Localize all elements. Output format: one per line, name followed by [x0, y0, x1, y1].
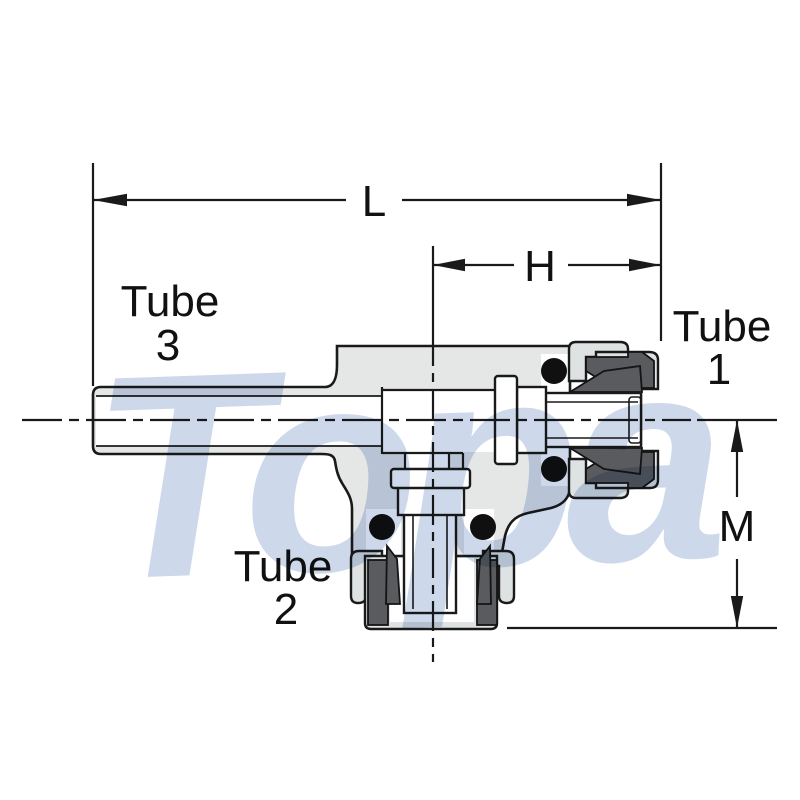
push-in-cartridge-tube2 — [349, 467, 516, 631]
tube2-support-collar — [389, 467, 472, 490]
o-ring — [470, 514, 496, 540]
o-ring — [541, 358, 567, 384]
dimension-l: L — [91, 163, 663, 386]
center-bore — [382, 391, 496, 452]
arrowhead-up — [730, 420, 744, 452]
arrowhead-down — [730, 596, 744, 628]
label-tube1-word: Tube — [673, 302, 772, 351]
label-tube1-number: 1 — [707, 345, 731, 394]
label-tube2-word: Tube — [234, 542, 333, 591]
arrowhead-right — [629, 258, 661, 272]
centerlines — [22, 246, 691, 662]
label-tube2-number: 2 — [274, 585, 298, 634]
tube2-support-step — [396, 485, 466, 517]
dimension-l-label: L — [362, 177, 386, 226]
dimension-h-label: H — [524, 242, 556, 291]
label-tube3-word: Tube — [121, 277, 220, 326]
arrowhead-left — [433, 258, 465, 272]
bottom-bore — [405, 453, 449, 471]
o-ring — [369, 514, 395, 540]
collet-finger-left — [385, 543, 401, 605]
watermark-logo: Topa — [86, 295, 724, 642]
arrowhead-right — [627, 193, 661, 207]
collet-finger-right — [476, 543, 492, 605]
dimension-h: H — [433, 242, 661, 291]
dimension-m: M — [507, 418, 777, 630]
arrowhead-left — [93, 193, 127, 207]
o-ring — [541, 456, 567, 482]
dimension-m-label: M — [719, 502, 756, 551]
port-labels: Tube 3 Tube 1 Tube 2 — [121, 277, 772, 634]
label-tube3-number: 3 — [156, 321, 180, 370]
